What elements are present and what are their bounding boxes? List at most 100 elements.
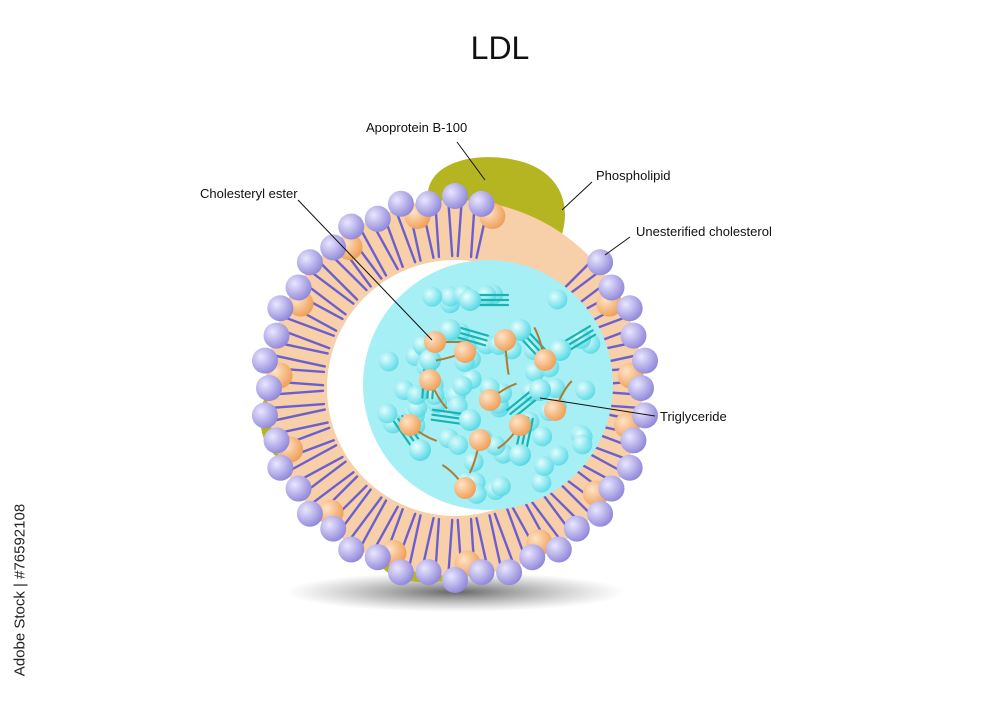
apoprotein-leader — [456, 141, 486, 181]
cholesteryl-ester-sphere — [534, 349, 556, 371]
phospholipid-head — [496, 559, 523, 586]
phospholipid-head — [267, 454, 294, 481]
core-sphere — [547, 289, 568, 310]
phospholipid-head — [442, 567, 468, 593]
triglyceride-head — [439, 319, 461, 341]
phospholipid-tail — [307, 285, 347, 316]
cholesteryl-ester-sphere — [479, 389, 501, 411]
cholesteryl-ester-sphere — [494, 329, 516, 351]
core-sphere — [378, 351, 399, 372]
phospholipid-head — [468, 559, 495, 586]
triglyceride-leader — [539, 397, 656, 417]
phospholipid-head — [285, 274, 312, 301]
phospholipid-head — [632, 347, 659, 374]
phospholipid-head — [263, 322, 290, 349]
triglyceride-head — [509, 444, 531, 466]
label-phospholipid: Phospholipid — [596, 168, 670, 183]
watermark-text: Adobe Stock | #76592108 — [11, 503, 29, 677]
core-sphere — [548, 445, 569, 466]
membrane-ring — [267, 200, 643, 576]
phospholipid-tail — [447, 518, 454, 574]
label-apoprotein: Apoprotein B-100 — [366, 120, 467, 135]
phospholipid-head — [387, 559, 414, 586]
phospholipid-head — [587, 500, 614, 527]
core-sphere — [531, 472, 552, 493]
core-sphere — [377, 403, 398, 424]
phospholipid-head — [598, 274, 625, 301]
phospholipid-head — [519, 544, 546, 571]
phospholipid-head — [285, 475, 312, 502]
cholesteryl-ester-sphere — [399, 414, 421, 436]
phospholipid-head — [563, 515, 590, 542]
phospholipid-head — [628, 375, 654, 401]
phospholipid-head — [545, 536, 572, 563]
phospholipid-leader — [561, 181, 593, 211]
phospholipid-head — [616, 454, 643, 481]
phospholipid-head — [364, 205, 391, 232]
phospholipid-head — [587, 249, 614, 276]
phospholipid-tail — [374, 227, 399, 271]
cholesteryl-ester-sphere — [454, 477, 476, 499]
phospholipid-head — [387, 190, 414, 217]
core-sphere — [448, 434, 469, 455]
phospholipid-shell — [251, 183, 659, 593]
phospholipid-tail — [374, 505, 399, 549]
cholesteryl-ester-sphere — [424, 331, 446, 353]
phospholipid-tail — [270, 402, 326, 409]
phospholipid-head — [296, 249, 323, 276]
phospholipid-tail — [475, 517, 488, 565]
core-sphere — [452, 375, 473, 396]
cholesteryl-ester-leader — [297, 199, 433, 341]
phospholipid-tail — [272, 408, 326, 422]
phospholipid-head — [251, 402, 278, 429]
phospholipid-tail — [283, 316, 336, 337]
core-sphere — [575, 380, 596, 401]
phospholipid-head — [415, 190, 442, 217]
phospholipid-tail — [527, 496, 562, 541]
cholesteryl-ester-sphere — [544, 399, 566, 421]
phospholipid-tail — [493, 512, 515, 564]
phospholipid-head — [338, 536, 365, 563]
stock-watermark: Adobe Stock | #76592108 — [8, 485, 32, 695]
phospholipid-head — [267, 295, 294, 322]
phospholipid-tail — [488, 514, 502, 568]
phospholipid-tail — [289, 444, 338, 472]
leader-lines — [297, 141, 656, 417]
phospholipid-tail — [332, 256, 368, 292]
phospholipid-head — [468, 190, 495, 217]
phospholipid-tail — [281, 342, 329, 355]
label-triglyceride: Triglyceride — [660, 409, 727, 424]
diagram-title: LDL — [470, 30, 530, 66]
phospholipid-tail — [310, 271, 355, 305]
core-sphere — [490, 476, 511, 497]
core-sphere — [532, 426, 553, 447]
phospholipid-tail — [307, 460, 347, 491]
phospholipid-tail — [385, 222, 404, 269]
phospholipid-tail — [272, 354, 326, 368]
unesterified-cholesterol-leader — [604, 236, 631, 256]
phospholipid-head — [364, 544, 391, 571]
phospholipid-tail — [281, 421, 329, 434]
phospholipid-head — [256, 375, 282, 401]
phospholipid-head — [320, 234, 347, 261]
phospholipid-head — [442, 183, 468, 209]
phospholipid-head — [598, 475, 625, 502]
phospholipid-tail — [456, 202, 463, 258]
phospholipid-tail — [434, 209, 441, 259]
triglyceride-head — [419, 349, 441, 371]
triglyceride-head — [459, 289, 481, 311]
phospholipid-head — [632, 402, 659, 429]
cholesteryl-ester-sphere — [419, 369, 441, 391]
cholesteryl-ester-sphere — [469, 429, 491, 451]
phospholipid-tail — [300, 455, 344, 481]
phospholipid-tail — [469, 209, 476, 259]
phospholipid-tail — [395, 212, 417, 264]
core-sphere — [406, 384, 427, 405]
phospholipid-tail — [284, 330, 331, 350]
phospholipid-head — [263, 427, 290, 454]
phospholipid-tail — [319, 261, 359, 301]
core-sphere — [572, 434, 593, 455]
phospholipid-tail — [348, 496, 383, 541]
core-lipids — [377, 284, 601, 504]
